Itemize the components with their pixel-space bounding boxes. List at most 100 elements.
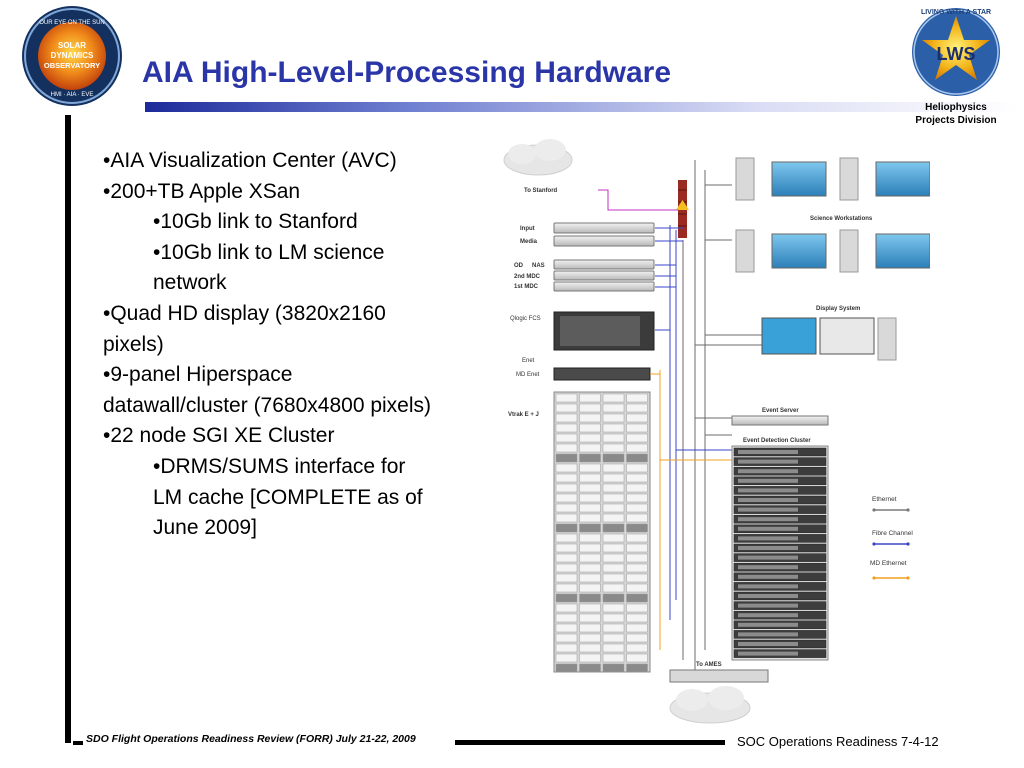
vtrak-drive-bay (579, 553, 601, 563)
legend-md-ethernet-dot (872, 576, 876, 580)
vtrak-drive-bay (626, 633, 648, 643)
vtrak-drive-bay (626, 413, 648, 423)
vtrak-drive-bay (579, 663, 601, 673)
storage-servers (553, 259, 655, 292)
vtrak-drive-bay (602, 403, 625, 413)
vtrak-drive-bay (626, 593, 648, 603)
vtrak-drive-bay (579, 633, 601, 643)
vtrak-drive-bay (579, 483, 601, 493)
vtrak-drive-bay (555, 653, 578, 663)
footer-left-text: SDO Flight Operations Readiness Review (… (86, 733, 416, 745)
science-workstations (735, 157, 930, 273)
cloud-icon-ames (669, 686, 751, 724)
label-vtrak: Vtrak E + J (508, 412, 539, 418)
vtrak-drive-bay (555, 403, 578, 413)
cluster-node-bezel (738, 488, 798, 493)
vtrak-drive-bay (602, 543, 625, 553)
vtrak-drive-bay (555, 643, 578, 653)
vtrak-drive-bay (555, 423, 578, 433)
legend-md-ethernet-dot (906, 576, 910, 580)
vtrak-drive-bay (626, 573, 648, 583)
vtrak-drive-bay (602, 443, 625, 453)
vtrak-drive-bay (626, 533, 648, 543)
vtrak-drive-bay (602, 663, 625, 673)
vtrak-drive-bay (555, 513, 578, 523)
vtrak-drive-bay (555, 393, 578, 403)
vtrak-drive-bay (602, 493, 625, 503)
sdo-logo-ring-text: OUR EYE ON THE SUN (39, 20, 105, 26)
vtrak-drive-bay (626, 393, 648, 403)
cluster-node-bezel (738, 565, 798, 570)
legend-fibre-label: Fibre Channel (872, 530, 913, 537)
vtrak-drive-bay (626, 643, 648, 653)
vtrak-drive-bay (626, 483, 648, 493)
cluster-node-bezel (738, 536, 798, 541)
bullet-item: •200+TB Apple XSan (103, 179, 301, 203)
network-diagram: To Stanford Input Media OD NAS 2nd MDC 1… (503, 139, 930, 724)
connection-lines (598, 160, 762, 680)
sub-bullet-item: •10Gb link to LM science (153, 240, 385, 264)
bullet-item: •Quad HD display (3820x2160 (103, 301, 386, 325)
vtrak-drive-bay (579, 393, 601, 403)
label-enet: Enet (522, 358, 535, 364)
bullet-item: •AIA Visualization Center (AVC) (103, 149, 397, 172)
vtrak-drive-bay (626, 563, 648, 573)
vtrak-drive-bay (602, 623, 625, 633)
vtrak-drive-bay (602, 613, 625, 623)
label-display-system: Display System (816, 306, 860, 312)
vtrak-shelves (555, 393, 648, 673)
vtrak-drive-bay (602, 423, 625, 433)
vtrak-drive-bay (555, 523, 578, 533)
legend-fibre-dot (906, 542, 910, 546)
vtrak-drive-bay (602, 393, 625, 403)
sub-bullet-item: •DRMS/SUMS interface for (153, 454, 406, 478)
input-media-servers (553, 222, 655, 247)
vtrak-drive-bay (602, 523, 625, 533)
vtrak-drive-bay (579, 593, 601, 603)
label-md-enet: MD Enet (516, 372, 540, 378)
sub-bullet-item: network (153, 271, 227, 295)
vtrak-drive-bay (626, 493, 648, 503)
vtrak-drive-bay (602, 583, 625, 593)
qlogic-switch (553, 311, 655, 351)
vtrak-drive-bay (626, 603, 648, 613)
vtrak-drive-bay (602, 413, 625, 423)
vtrak-drive-bay (602, 653, 625, 663)
vtrak-drive-bay (579, 493, 601, 503)
vtrak-drive-bay (555, 453, 578, 463)
label-to-ames: To AMES (696, 662, 722, 668)
md-enet-switch (553, 367, 651, 381)
legend-fibre-dot (872, 542, 876, 546)
vtrak-drive-bay (602, 503, 625, 513)
lws-logo-ring-text: LIVING WITH A STAR (921, 9, 991, 16)
vtrak-drive-bay (579, 473, 601, 483)
vtrak-drive-bay (555, 483, 578, 493)
cloud-icon-stanford (503, 139, 573, 176)
vtrak-drive-bay (626, 583, 648, 593)
bullet-item: •9-panel Hiperspace (103, 363, 293, 387)
vtrak-drive-bay (579, 433, 601, 443)
cluster-node-bezel (738, 459, 798, 464)
sub-bullet-item: •10Gb link to Stanford (153, 210, 358, 234)
vtrak-drive-bay (602, 563, 625, 573)
vtrak-drive-bay (602, 633, 625, 643)
vtrak-drive-bay (626, 543, 648, 553)
legend-ethernet-label: Ethernet (872, 496, 897, 503)
vtrak-drive-bay (555, 443, 578, 453)
vtrak-drive-bay (579, 503, 601, 513)
vtrak-drive-bay (555, 663, 578, 673)
cluster-node-bezel (738, 478, 798, 483)
vtrak-drive-bay (626, 463, 648, 473)
sdo-logo: OUR EYE ON THE SUN SOLAR DYNAMICS OBSERV… (22, 6, 122, 106)
left-vertical-rule (65, 115, 71, 743)
vtrak-drive-bay (626, 553, 648, 563)
vtrak-drive-bay (626, 623, 648, 633)
slide-title: AIA High-Level-Processing Hardware (142, 56, 672, 89)
vtrak-drive-bay (579, 523, 601, 533)
vtrak-drive-bay (579, 423, 601, 433)
vtrak-drive-bay (626, 403, 648, 413)
vtrak-drive-bay (555, 603, 578, 613)
vtrak-drive-bay (626, 613, 648, 623)
vtrak-drive-bay (579, 573, 601, 583)
vtrak-drive-bay (579, 513, 601, 523)
